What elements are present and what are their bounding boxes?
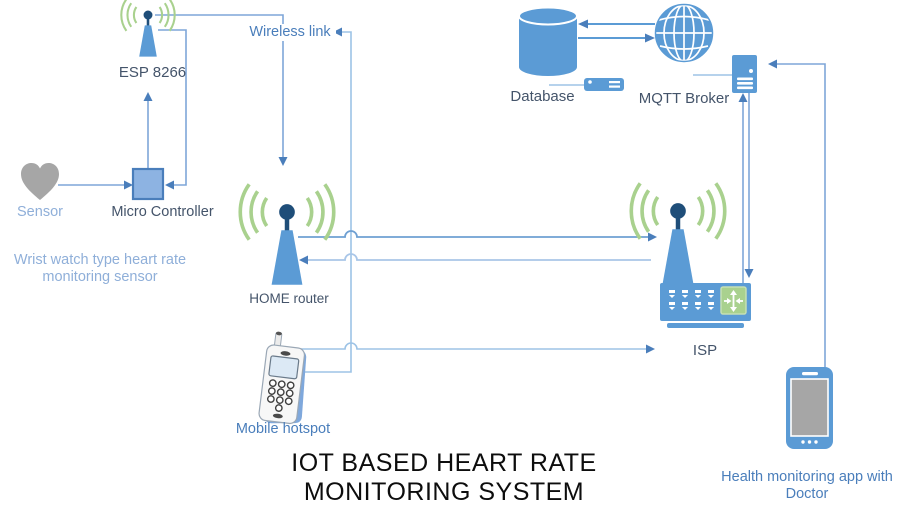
health-app-label-line1: Health monitoring app with <box>721 469 893 485</box>
diagram-title: IOT BASED HEART RATE MONITORING SYSTEM <box>268 449 620 507</box>
wifi-antenna-icon <box>120 0 176 58</box>
connector-sensor-to-microcontroller <box>58 180 133 190</box>
connector-healthapp-to-broker-server <box>768 59 826 367</box>
mqtt-broker-label: MQTT Broker <box>638 90 730 107</box>
routing-symbol-icon <box>720 286 747 315</box>
connector-esp-to-home-router <box>155 14 288 166</box>
connector-isp-to-broker-server <box>738 93 754 283</box>
health-app-label: Health monitoring app with Doctor <box>711 469 903 503</box>
smartphone-icon <box>786 367 833 449</box>
connector-broker-to-database <box>578 19 655 43</box>
wrist-note-line1: Wrist watch type heart rate <box>13 252 187 268</box>
connector-isp-to-home-router <box>299 253 651 265</box>
database-label: Database <box>510 88 575 105</box>
home-router-label: HOME router <box>249 291 329 306</box>
router-ports <box>669 290 714 310</box>
wireless-router-icon <box>629 181 751 328</box>
connector-microcontroller-to-esp <box>143 92 153 170</box>
wifi-antenna-icon-home <box>238 182 336 287</box>
esp-label: ESP 8266 <box>118 64 187 81</box>
chip-square-icon <box>131 167 165 201</box>
connector-esp-to-microcontroller <box>158 29 187 190</box>
diagram-title-line1: IOT BASED HEART RATE <box>291 449 597 477</box>
micro-controller-label: Micro Controller <box>111 204 214 220</box>
connector-hotspot-to-wireless-link <box>303 27 352 373</box>
wrist-note: Wrist watch type heart rate monitoring s… <box>0 252 200 286</box>
connector-hotspot-to-isp <box>300 342 655 354</box>
diagram-title-line2: MONITORING SYSTEM <box>303 478 585 506</box>
wrist-note-line2: monitoring sensor <box>42 269 158 286</box>
mobile-hotspot-label: Mobile hotspot <box>235 421 331 437</box>
globe-icon <box>654 3 714 63</box>
feature-phone-icon <box>258 331 307 425</box>
connector-home-router-to-isp <box>298 230 657 242</box>
sensor-label: Sensor <box>17 204 63 220</box>
heart-icon <box>21 163 59 200</box>
database-cylinder-icon <box>518 6 624 91</box>
isp-label: ISP <box>692 342 718 359</box>
server-tower-icon <box>732 55 757 93</box>
wireless-link-label: Wireless link <box>244 24 336 42</box>
health-app-label-line2: Doctor <box>785 486 829 503</box>
